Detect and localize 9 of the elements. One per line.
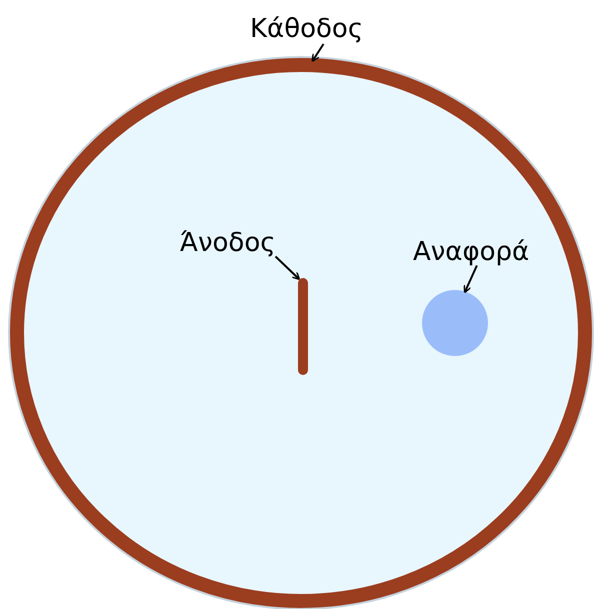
cathode-ring xyxy=(10,58,592,608)
electrode-label: Άνοδος xyxy=(180,228,276,258)
electrode-label: Κάθοδος xyxy=(250,14,364,44)
leader-line xyxy=(312,43,324,62)
anode-rod xyxy=(298,278,308,375)
leader-line xyxy=(464,265,478,294)
electrode-label: Αναφορά xyxy=(413,237,530,267)
leader-line xyxy=(274,256,300,280)
reference-electrode xyxy=(422,290,488,356)
